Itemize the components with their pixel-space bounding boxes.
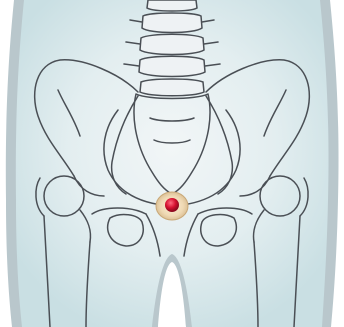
coccyx-marker (156, 192, 188, 220)
red-dot-icon (165, 198, 179, 212)
